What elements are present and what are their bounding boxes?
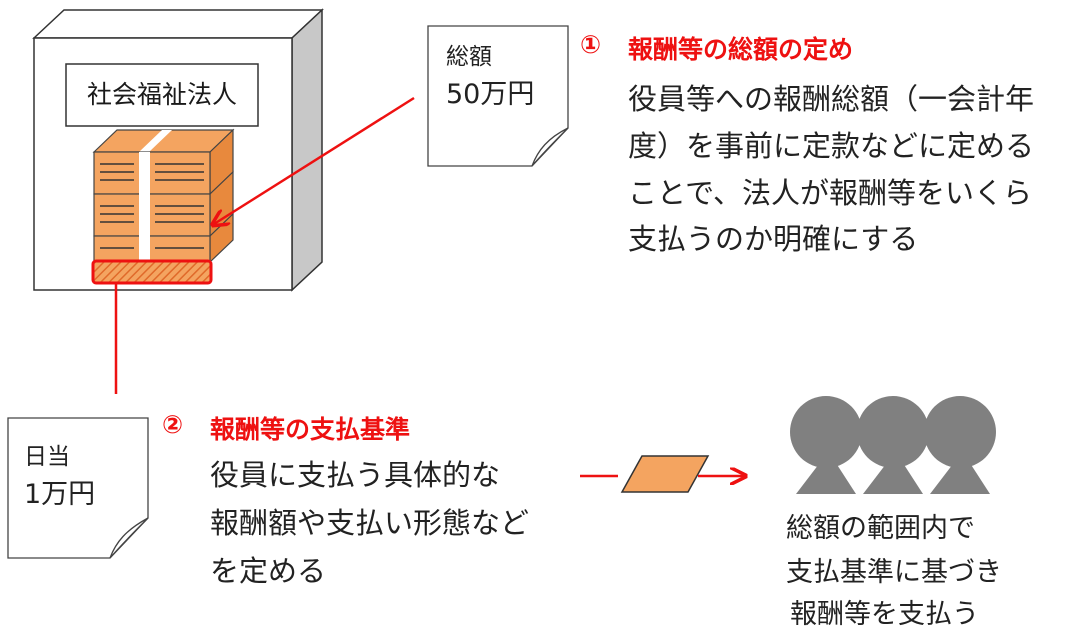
memo-total <box>427 25 569 167</box>
people-caption-line: 報酬等を支払う <box>790 599 979 630</box>
section2-line: を定める <box>210 554 327 588</box>
people-group <box>790 396 996 494</box>
section2-line: 報酬額や支払い形態など <box>210 506 530 540</box>
section1-line: 度）を事前に定款などに定める <box>628 129 1035 163</box>
section1-number: ① <box>580 30 602 59</box>
memo-daily <box>7 417 149 559</box>
highlight-box <box>91 259 213 285</box>
memo-daily-label: 日当 <box>24 444 70 470</box>
person-icon <box>857 396 929 494</box>
memo-total-label: 総額 <box>446 44 492 70</box>
person-icon <box>924 396 996 494</box>
people-caption-line: 総額の範囲内で <box>786 513 975 544</box>
section2-number: ② <box>162 410 184 439</box>
memo-daily-amount: 1万円 <box>24 479 96 510</box>
memo-total-amount: 50万円 <box>446 79 535 110</box>
section2-line: 役員に支払う具体的な <box>210 458 501 492</box>
people-caption-line: 支払基準に基づき <box>786 557 1002 588</box>
corp-label-box <box>65 63 259 127</box>
payment-parallelogram <box>620 455 710 493</box>
person-icon <box>790 396 862 494</box>
money-stack <box>91 128 235 285</box>
payment-flow <box>580 455 744 493</box>
arrow-to-stack <box>214 96 415 224</box>
corp-label: 社会福祉法人 <box>86 80 237 109</box>
section1-title: 報酬等の総額の定め <box>628 35 854 64</box>
section1-line: ことで、法人が報酬等をいくら <box>628 176 1032 210</box>
section1-line: 役員等への報酬総額（一会計年 <box>628 82 1035 116</box>
section1-line: 支払うのか明確にする <box>628 222 919 256</box>
section2-title: 報酬等の支払基準 <box>210 415 411 444</box>
